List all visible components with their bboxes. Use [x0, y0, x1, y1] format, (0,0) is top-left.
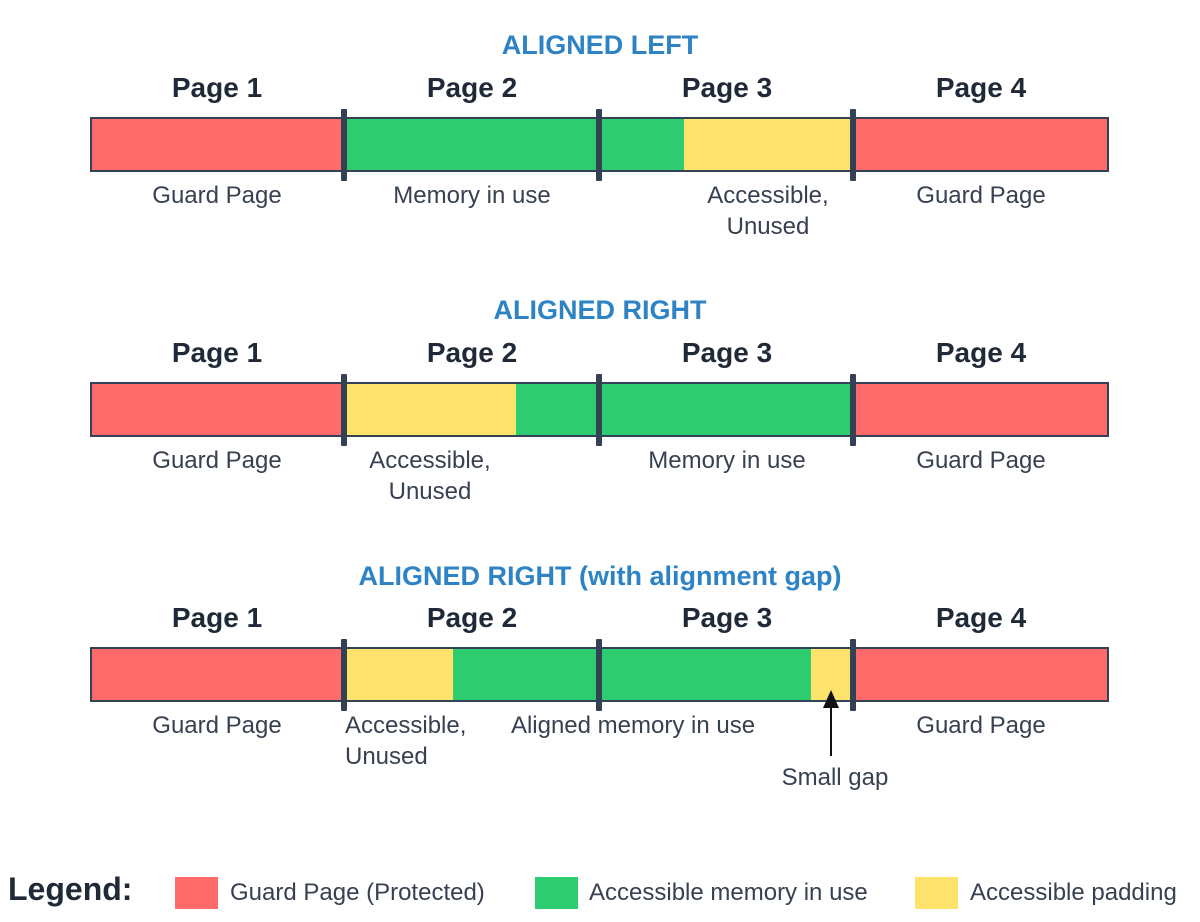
guard-page-label: Guard Page — [916, 712, 1046, 739]
legend-swatch-in-use — [535, 877, 578, 909]
guard-page-label: Guard Page — [152, 712, 282, 739]
guard-page-label: Guard Page — [916, 182, 1046, 209]
padding-label-line1: Accessible, — [707, 182, 829, 209]
page-label-2: Page 2 — [426, 602, 518, 633]
page-label-4: Page 4 — [935, 602, 1027, 633]
gap-arrow — [830, 705, 832, 756]
small-gap-label: Small gap — [781, 764, 889, 791]
guard-page-segment — [855, 384, 1107, 435]
page-divider — [341, 639, 347, 711]
guard-page-label: Guard Page — [152, 182, 282, 209]
padding-segment — [684, 119, 855, 170]
guard-page-segment — [855, 649, 1107, 700]
memory-in-use-segment — [516, 384, 855, 435]
page-label-1: Page 1 — [171, 602, 263, 633]
padding-label-line2: Unused — [726, 213, 810, 240]
page-label-3: Page 3 — [681, 72, 773, 103]
page-label-2: Page 2 — [426, 337, 518, 368]
legend-label-guard: Guard Page (Protected) — [230, 879, 485, 906]
page-label-2: Page 2 — [426, 72, 518, 103]
guard-page-segment — [92, 384, 345, 435]
page-divider — [850, 374, 856, 446]
page-label-3: Page 3 — [681, 602, 773, 633]
padding-label-line2: Unused — [388, 478, 472, 505]
memory-bar-aligned-left — [90, 117, 1109, 172]
guard-page-segment — [855, 119, 1107, 170]
memory-in-use-label: Memory in use — [648, 447, 806, 474]
page-divider — [596, 109, 602, 181]
padding-segment — [345, 649, 453, 700]
legend-swatch-padding — [915, 877, 958, 909]
guard-page-segment — [92, 649, 345, 700]
arrow-head — [823, 690, 839, 708]
legend-title: Legend: — [8, 871, 133, 907]
padding-label-line1: Accessible, — [345, 712, 467, 739]
page-label-4: Page 4 — [935, 72, 1027, 103]
padding-label-line1: Accessible, — [369, 447, 491, 474]
page-label-1: Page 1 — [171, 72, 263, 103]
guard-page-label: Guard Page — [152, 447, 282, 474]
memory-in-use-segment — [453, 649, 811, 700]
guard-page-label: Guard Page — [916, 447, 1046, 474]
section-title-aligned-left: ALIGNED LEFT — [501, 30, 699, 60]
legend-label-padding: Accessible padding — [970, 879, 1177, 906]
page-label-3: Page 3 — [681, 337, 773, 368]
memory-in-use-segment — [345, 119, 684, 170]
page-divider — [341, 109, 347, 181]
legend-label-in-use: Accessible memory in use — [589, 879, 868, 906]
guard-page-segment — [92, 119, 345, 170]
page-divider — [596, 639, 602, 711]
page-divider — [850, 109, 856, 181]
page-label-1: Page 1 — [171, 337, 263, 368]
padding-label-line2: Unused — [345, 743, 428, 770]
page-divider — [850, 639, 856, 711]
aligned-memory-label: Aligned memory in use — [510, 712, 756, 739]
legend-swatch-guard — [175, 877, 218, 909]
section-title-aligned-right: ALIGNED RIGHT — [493, 295, 707, 325]
page-label-4: Page 4 — [935, 337, 1027, 368]
section-title-aligned-right-gap: ALIGNED RIGHT (with alignment gap) — [358, 561, 842, 591]
padding-segment — [345, 384, 516, 435]
page-divider — [341, 374, 347, 446]
page-divider — [596, 374, 602, 446]
memory-in-use-label: Memory in use — [393, 182, 551, 209]
